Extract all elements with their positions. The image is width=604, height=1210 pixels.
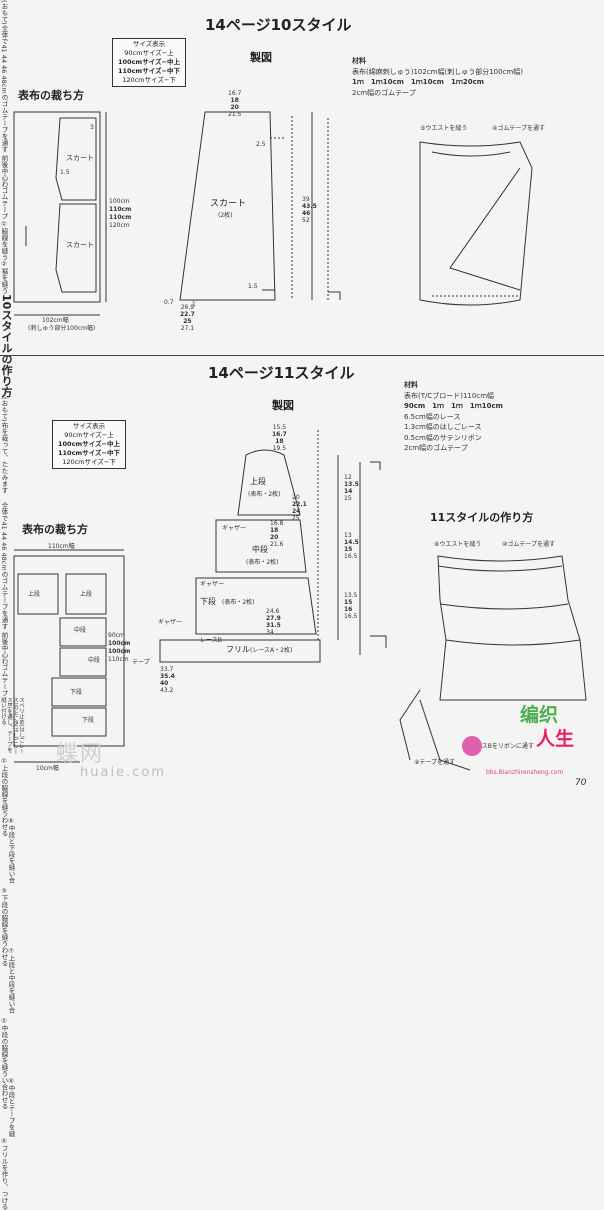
pattern10-bottom-dims: 26.9 22.7 25 27.1 bbox=[180, 304, 195, 332]
yarn-ball-icon bbox=[462, 736, 482, 756]
section11-howto-title: 11スタイルの作り方 bbox=[430, 511, 534, 524]
pattern10-top-dims: 16.7 18 20 21.5 bbox=[228, 90, 242, 118]
cut10-fold-label: (おもて) bbox=[0, 0, 8, 25]
pattern11-lower bbox=[195, 577, 317, 635]
section10-title: 14ページ10スタイル bbox=[205, 16, 352, 34]
pattern11-mid-dims: 16.8 18 20 21.6 bbox=[270, 520, 284, 548]
pattern11-side3: 13.5 15 16 16.5 bbox=[344, 592, 358, 620]
watermark-left: 蝶网 bbox=[56, 742, 105, 767]
section10-howto-title: 10スタイルの作り方 bbox=[0, 294, 13, 398]
cut10-piece-1 bbox=[55, 117, 97, 201]
howto10-skirt bbox=[419, 141, 533, 306]
section10-materials: 材料 表布(綿麻刺しゅう)102cm幅(刺しゅう部分100cm幅) 1ｍ 1ｍ1… bbox=[352, 57, 523, 97]
pattern11-top-dims: 15.5 16.7 18 19.5 bbox=[272, 424, 287, 452]
pattern10-piece-label: スカート bbox=[210, 199, 247, 209]
section10-cut-title: 表布の裁ち方 bbox=[18, 89, 84, 102]
pattern11-low-dims: 20 22.1 24 25 bbox=[292, 494, 307, 522]
pattern10-side-dims: 39 43.5 46 52 bbox=[302, 196, 317, 224]
section-divider bbox=[0, 355, 604, 356]
pattern11-bottom-dims: 33.7 35.4 40 43.2 bbox=[160, 666, 175, 694]
page-number: 70 bbox=[575, 778, 587, 788]
watermark-huaie: huaie.com bbox=[80, 765, 166, 780]
cut11-fabric bbox=[13, 555, 125, 747]
pattern11-side1: 12 13.5 14 15 bbox=[344, 474, 359, 502]
cut10-piece2-label: スカート bbox=[66, 241, 94, 249]
pattern10-skirt bbox=[179, 111, 276, 301]
pattern10-rubber: ゴムテープ bbox=[0, 187, 8, 220]
section10-size-box: サイズ表示 90cmサイズ−上 100cmサイズ−中上 110cmサイズ−中下 … bbox=[112, 38, 186, 87]
howto11-skirt bbox=[437, 555, 587, 701]
pattern10-center-note: 前後中心わ bbox=[0, 154, 8, 188]
size-box-heading: サイズ表示 bbox=[132, 40, 166, 48]
pattern11-frill bbox=[159, 639, 321, 663]
cut10-piece1-label: スカート bbox=[66, 154, 94, 162]
cut11-lengths: 90cm 100cm 100cm 110cm bbox=[108, 632, 131, 663]
logo-line1: 编织 bbox=[520, 704, 559, 726]
cut10-width: 102cm幅 bbox=[42, 317, 69, 324]
cut10-width-note: (刺しゅう部分100cm幅) bbox=[28, 325, 96, 332]
pattern11-side2: 13 14.5 15 16.5 bbox=[344, 532, 359, 560]
cut10-fabric bbox=[13, 111, 101, 303]
cut10-lengths: 100cm 110cm 110cm 120cm bbox=[109, 198, 132, 229]
section11-cut-title: 表布の裁ち方 bbox=[22, 523, 88, 536]
pattern11-hashigo-note: スベリ止め(はしごレース)の上にB(はしごレースB)を通し、テープを縫い付ける bbox=[0, 696, 24, 755]
pattern-drawings bbox=[13, 111, 587, 771]
logo-line2: 人生 bbox=[536, 728, 575, 750]
section11-size-box: サイズ表示 90cmサイズ−上 100cmサイズ−中上 110cmサイズ−中下 … bbox=[52, 420, 126, 469]
watermark-url: bbs.Bianzhirensheng.com bbox=[486, 769, 564, 776]
pattern10-vert-note: 全体で41 44 46 48cmのゴムテープを通す bbox=[0, 24, 8, 152]
section11-title: 14ページ11スタイル bbox=[208, 364, 355, 382]
cut10-piece-2 bbox=[55, 203, 97, 293]
pattern11-low2-dims: 24.6 27.9 31.5 34 bbox=[266, 608, 281, 636]
section10-pattern-title: 製図 bbox=[250, 51, 272, 64]
section11-materials: 材料 表布(T/Cブロード)110cm幅 90cm 1ｍ 1ｍ 1ｍ10cm 6… bbox=[404, 381, 503, 452]
section11-pattern-title: 製図 bbox=[272, 399, 294, 412]
pattern11-upper bbox=[237, 449, 301, 516]
pattern11-middle bbox=[215, 519, 307, 573]
